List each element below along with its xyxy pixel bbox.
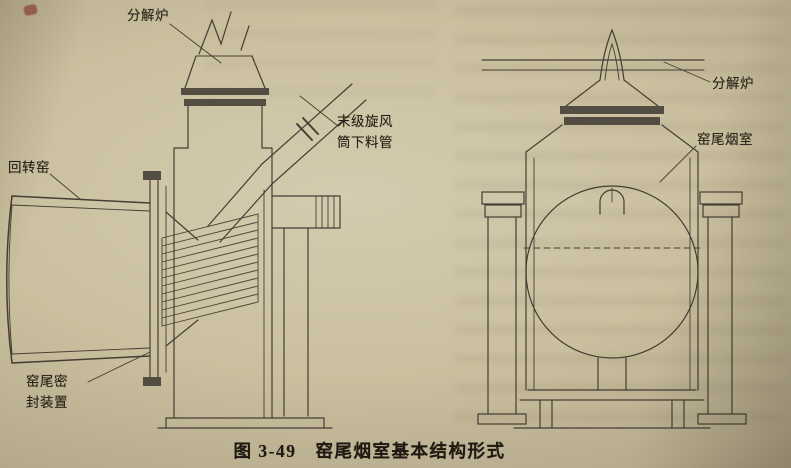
label-cyclone-downpipe: 末级旋风筒下料管 — [337, 114, 393, 150]
label-calciner-left: 分解炉 — [127, 8, 169, 23]
right-drawing — [477, 28, 747, 429]
label-rotary-kiln: 回转窑 — [8, 160, 50, 175]
label-smoke-chamber: 窑尾烟室 — [697, 132, 753, 147]
label-seal-device: 窑尾密封装置 — [26, 374, 68, 410]
left-drawing — [6, 11, 367, 429]
figure-caption: 图 3-49 窑尾烟室基本结构形式 — [233, 441, 506, 461]
label-calciner-right: 分解炉 — [712, 76, 754, 91]
leader-lines — [49, 23, 711, 383]
